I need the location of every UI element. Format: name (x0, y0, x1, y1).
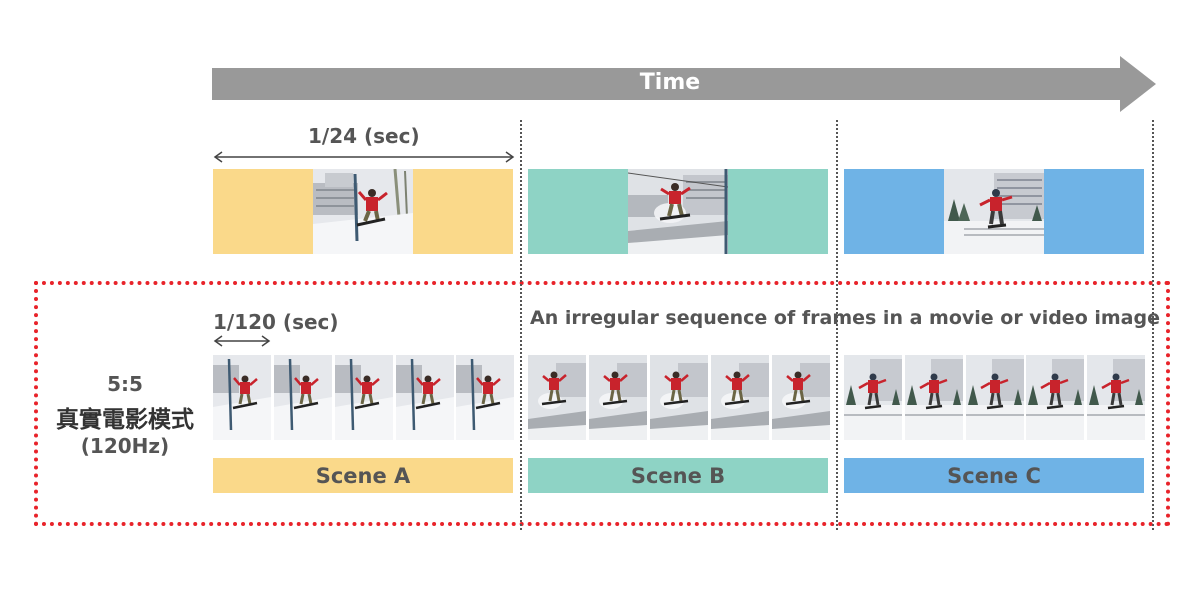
interval-24-arrow (213, 151, 515, 163)
scene-c-photo (944, 169, 1044, 254)
frame-c-3 (966, 355, 1024, 440)
divider-line-2 (836, 120, 838, 530)
scene-b-photo (628, 169, 728, 254)
scene-c-label: Scene C (844, 458, 1144, 493)
divider-line-1 (520, 120, 522, 530)
irregular-sequence-caption: An irregular sequence of frames in a mov… (530, 307, 1160, 329)
frame-b-3 (650, 355, 708, 440)
scene-b-label-text: Scene B (630, 463, 726, 488)
scene-a-label-text: Scene A (315, 463, 411, 488)
frame-a-4 (396, 355, 454, 440)
mode-hz: (120Hz) (80, 434, 170, 458)
time-label: Time (639, 70, 701, 95)
frame-a-3 (335, 355, 393, 440)
frame-a-5 (456, 355, 514, 440)
frame-b-4 (711, 355, 769, 440)
mode-name: 真實電影模式 (56, 407, 194, 433)
scene-b-label: Scene B (528, 458, 828, 493)
scene-c-label-text: Scene C (947, 463, 1041, 488)
interval-24-label: 1/24 (sec) (308, 124, 420, 148)
scene-a-label: Scene A (213, 458, 513, 493)
frame-a-1 (213, 355, 271, 440)
frame-b-2 (589, 355, 647, 440)
frame-c-4 (1026, 355, 1084, 440)
mode-ratio: 5:5 (107, 372, 143, 396)
scene-a-photo (313, 169, 413, 254)
interval-120-label: 1/120 (sec) (213, 310, 339, 334)
frame-b-1 (528, 355, 586, 440)
frame-c-2 (905, 355, 963, 440)
time-arrow (212, 56, 1156, 112)
frame-c-1 (844, 355, 902, 440)
divider-line-3 (1152, 120, 1154, 530)
frame-a-2 (274, 355, 332, 440)
frame-c-5 (1087, 355, 1145, 440)
true-cinema-mode-box (34, 281, 1170, 526)
interval-120-arrow (213, 335, 271, 347)
frame-b-5 (772, 355, 830, 440)
